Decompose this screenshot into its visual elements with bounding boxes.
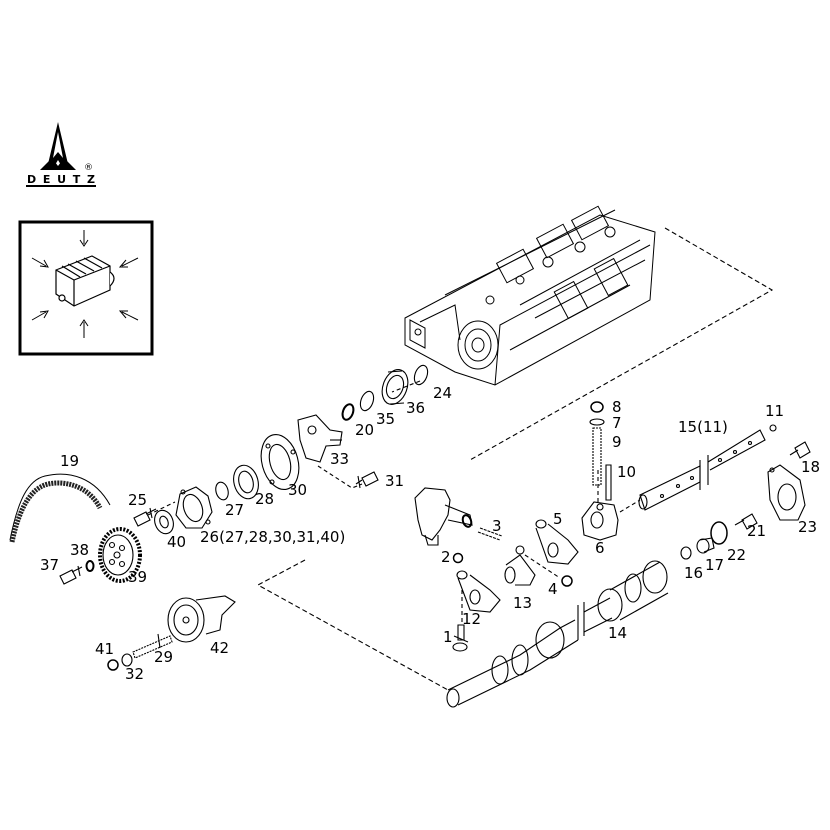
part-15-rocker-shaft [638,429,766,511]
callout-2: 2 [441,548,451,566]
callout-8: 8 [612,398,622,416]
part-26-housing [175,486,213,529]
callout-23: 23 [798,518,818,536]
callout-22: 22 [727,546,747,564]
callout-37: 37 [40,556,60,574]
view-arrows-icon [31,230,139,338]
callout-9: 9 [612,433,622,451]
part-32-washer [121,653,133,667]
callout-17: 17 [705,556,725,574]
part-40-seal [154,509,174,535]
part-8-nut [590,401,604,413]
part-6-bracket [581,501,619,541]
part-29-stud [132,633,173,659]
part-9-spring [592,427,602,486]
callout-40: 40 [167,533,187,551]
leader-line-4 [524,554,561,579]
part-21-screw [734,513,758,530]
part-28-bearing [233,464,259,500]
part-22-ring [710,521,728,545]
callout-3: 3 [492,517,502,535]
callout-11: 11 [765,402,785,420]
callout-27: 27 [225,501,245,519]
cylinder-head [404,205,656,386]
part-23-end-cover [767,464,806,521]
callout-30: 30 [288,481,308,499]
part-4-nut [561,575,573,587]
part-37-bolt [59,565,83,585]
part-38-washer [85,560,95,572]
callout-16: 16 [684,564,704,582]
part-20-nut [341,403,355,421]
callout-19: 19 [60,452,80,470]
callout-14: 14 [608,624,628,642]
callout-6: 6 [595,539,605,557]
leader-line-lower [256,559,449,691]
callout-42: 42 [210,639,230,657]
callout-21: 21 [747,522,767,540]
part-13-rocker [504,545,536,586]
callout-41: 41 [95,640,115,658]
part-41-nut [107,659,119,671]
part-35-ring [359,390,375,412]
leader-line-25 [147,501,176,516]
part-5-rocker [535,519,579,565]
part-7-washer [589,418,605,426]
callout-18: 18 [801,458,821,476]
part-14-camshaft [446,560,669,708]
orientation-inset [18,220,154,356]
callout-39: 39 [128,568,148,586]
callout-5: 5 [553,510,563,528]
part-19-belt [9,473,111,543]
registered-mark: ® [84,163,93,173]
callout-31: 31 [385,472,405,490]
callout-15: 15(11) [678,418,728,436]
part-42-tensioner [167,595,236,643]
callout-1: 1 [443,628,453,646]
callout-33: 33 [330,450,350,468]
callout-7: 7 [612,414,622,432]
part-12-rocker-arm [456,570,501,613]
callout-29: 29 [154,648,174,666]
callout-26: 26(27,28,30,31,40) [200,528,346,546]
leader-line-shaft [619,499,641,513]
part-27-oring [215,481,229,501]
callout-13: 13 [513,594,533,612]
part-17-bushing [696,537,715,554]
part-36-bearing [381,369,409,405]
part-1-adjust-screw [452,624,469,652]
logo-wordmark: DEUTZ [27,173,95,186]
callout-4: 4 [548,580,558,598]
callout-36: 36 [406,399,426,417]
callout-20: 20 [355,421,375,439]
part-2-nut [452,552,464,564]
callout-35: 35 [376,410,396,428]
callout-32: 32 [125,665,145,683]
leader-line-bracket [391,380,421,393]
part-10-pin [605,464,612,501]
callout-12: 12 [462,610,482,628]
part-31-screw [355,471,379,489]
part-rocker-support [414,487,473,546]
part-24-oring [413,364,429,386]
leader-line-31 [317,465,363,489]
part-16-bushing [680,546,692,560]
part-25-bolt [133,507,157,527]
callout-38: 38 [70,541,90,559]
part-30-flange [260,434,300,490]
part-33-bracket [297,414,343,463]
leader-line-head [469,227,774,461]
part-11-plug [769,424,777,432]
part-18-screw [789,441,811,459]
engine-block-icon [55,255,115,307]
callout-28: 28 [255,490,275,508]
callout-24: 24 [433,384,453,402]
callout-25: 25 [128,491,148,509]
callout-10: 10 [617,463,637,481]
deutz-logo: ® DEUTZ [26,122,96,187]
part-39-sprocket [98,527,142,583]
